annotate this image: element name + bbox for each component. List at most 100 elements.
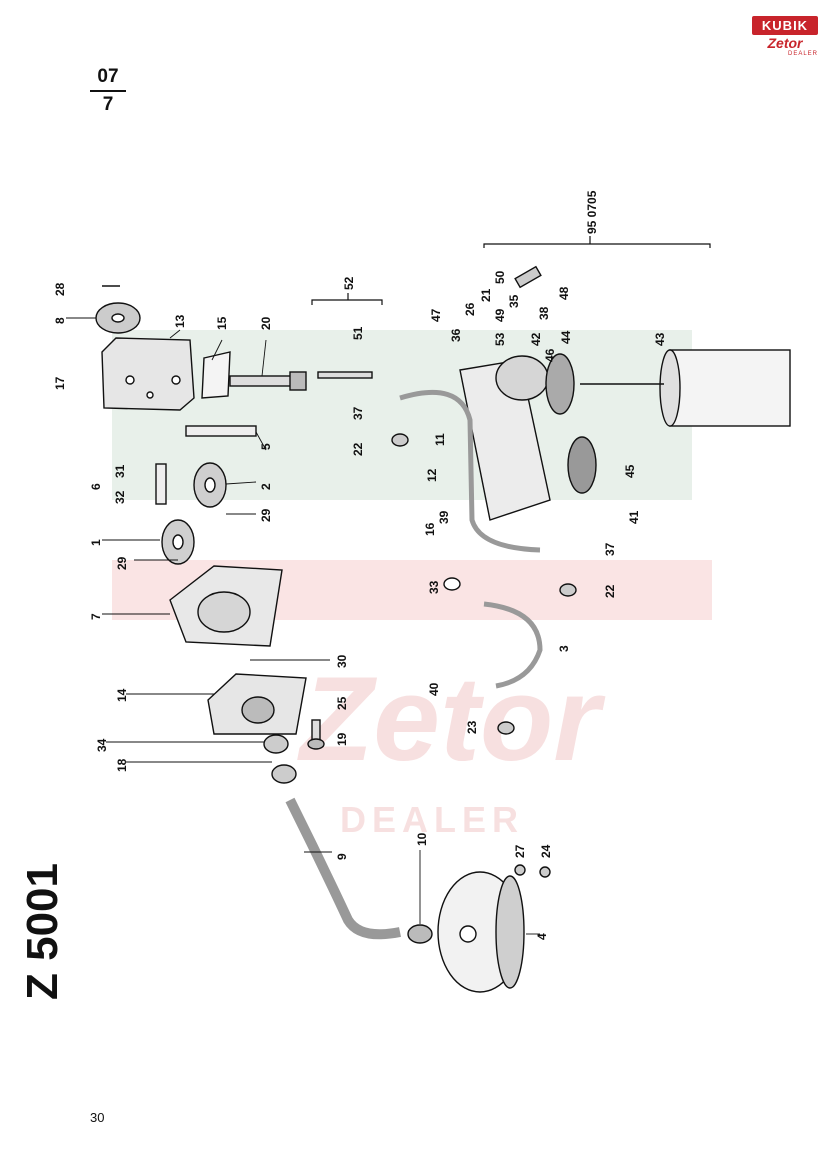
callout-43: 43 <box>653 332 667 346</box>
callout-36: 36 <box>449 328 463 342</box>
callout-34: 34 <box>95 738 109 752</box>
strainer-45-icon <box>567 436 597 494</box>
bolt-19-icon <box>307 719 325 750</box>
gear-1-icon <box>161 519 195 565</box>
callout-37a: 37 <box>351 406 365 420</box>
callout-1: 1 <box>89 539 103 546</box>
callout-38: 38 <box>537 306 551 320</box>
callout-37b: 37 <box>603 542 617 556</box>
callout-51: 51 <box>351 326 365 340</box>
washer-33-icon <box>443 577 461 591</box>
callout-31: 31 <box>113 464 127 478</box>
screw-51-icon <box>317 371 373 379</box>
callout-11: 11 <box>433 433 447 446</box>
assembly-bracket <box>483 236 711 248</box>
watermark-bottom: DEALER <box>340 799 524 840</box>
callout-12: 12 <box>425 468 439 482</box>
callout-6: 6 <box>89 483 103 490</box>
callout-3: 3 <box>557 645 571 652</box>
suction-pipe-9-icon <box>285 797 401 940</box>
callout-41: 41 <box>627 510 641 524</box>
callout-19: 19 <box>335 732 349 746</box>
assembly-label: 95 0705 <box>585 190 599 234</box>
gasket-15-icon <box>201 351 231 399</box>
callout-22a: 22 <box>351 442 365 456</box>
callout-4: 4 <box>535 933 549 940</box>
callout-42: 42 <box>529 332 543 346</box>
callout-2: 2 <box>259 483 273 490</box>
shaft-5-icon <box>185 425 257 437</box>
callout-13: 13 <box>173 314 187 328</box>
callout-27: 27 <box>513 844 527 858</box>
shaft-6-icon <box>155 463 167 505</box>
banjo-bolt-22b-icon <box>559 583 577 597</box>
filter-can-43-icon <box>580 349 791 427</box>
callout-30: 30 <box>335 654 349 668</box>
pipe-3-icon <box>483 601 543 689</box>
callout-23: 23 <box>465 720 479 734</box>
callout-45: 45 <box>623 464 637 478</box>
callout-5: 5 <box>259 443 273 450</box>
callout-39: 39 <box>437 510 451 524</box>
callout-labels: 28 8 13 15 20 17 6 31 32 5 2 29 1 29 7 3… <box>53 270 667 940</box>
callout-48: 48 <box>557 286 571 300</box>
banjo-bolt-22-icon <box>391 433 409 447</box>
page-fraction: 07 7 <box>78 66 138 116</box>
callout-29a: 29 <box>259 508 273 522</box>
callout-17: 17 <box>53 376 67 390</box>
fraction-bottom: 7 <box>102 94 114 115</box>
callout-18: 18 <box>115 758 129 772</box>
callout-40: 40 <box>427 682 441 696</box>
kubik-zetor-logo: KUBIK Zetor DEALER <box>752 16 818 57</box>
filter-housing-11-icon <box>459 355 551 521</box>
bolt-23-icon <box>497 721 515 735</box>
callout-29b: 29 <box>115 556 129 570</box>
pump-body-7-icon <box>169 565 283 647</box>
callout-49: 49 <box>493 308 507 322</box>
callout-21: 21 <box>479 288 493 302</box>
logo-small: DEALER <box>787 51 818 57</box>
flange-14-icon <box>207 673 307 735</box>
watermark-middle: Zetor <box>297 652 606 786</box>
page-number: 30 <box>90 1110 105 1125</box>
callout-53: 53 <box>493 332 507 346</box>
gear-2-icon <box>193 462 227 508</box>
callout-24: 24 <box>539 844 553 858</box>
nut-18-icon <box>271 764 297 784</box>
washer-27-icon <box>514 864 526 876</box>
callout-28: 28 <box>53 282 67 296</box>
callout-8: 8 <box>53 317 67 324</box>
subassembly-label: 52 <box>342 276 356 290</box>
model-title: Z 5001 <box>18 863 67 1000</box>
fraction-top: 07 <box>97 66 119 87</box>
callout-47: 47 <box>429 308 443 322</box>
gear-8-icon <box>95 285 141 334</box>
bolt-50-icon <box>514 265 542 289</box>
callout-25: 25 <box>335 696 349 710</box>
callout-33: 33 <box>427 580 441 594</box>
callout-7: 7 <box>89 613 103 620</box>
callout-46: 46 <box>543 348 557 362</box>
pressure-pipe-12-icon <box>399 389 541 553</box>
callout-32: 32 <box>113 490 127 504</box>
callout-16: 16 <box>423 522 437 536</box>
logo-brand: KUBIK <box>752 16 818 35</box>
callout-15: 15 <box>215 316 229 330</box>
callout-26: 26 <box>463 302 477 316</box>
nut-24-icon <box>539 866 551 878</box>
callout-9: 9 <box>335 853 349 860</box>
washer-10-icon <box>407 924 433 944</box>
logo-sub: Zetor <box>767 35 803 51</box>
fraction-bar <box>90 90 126 92</box>
subassembly-bracket <box>311 293 383 305</box>
callout-22b: 22 <box>603 584 617 598</box>
callout-20: 20 <box>259 316 273 330</box>
callout-35: 35 <box>507 294 521 308</box>
leader-lines <box>66 317 540 935</box>
strainer-44-icon <box>545 353 575 415</box>
callout-10: 10 <box>415 832 429 846</box>
callout-44: 44 <box>559 330 573 344</box>
strainer-4-icon <box>437 871 525 993</box>
callout-14: 14 <box>115 688 129 702</box>
